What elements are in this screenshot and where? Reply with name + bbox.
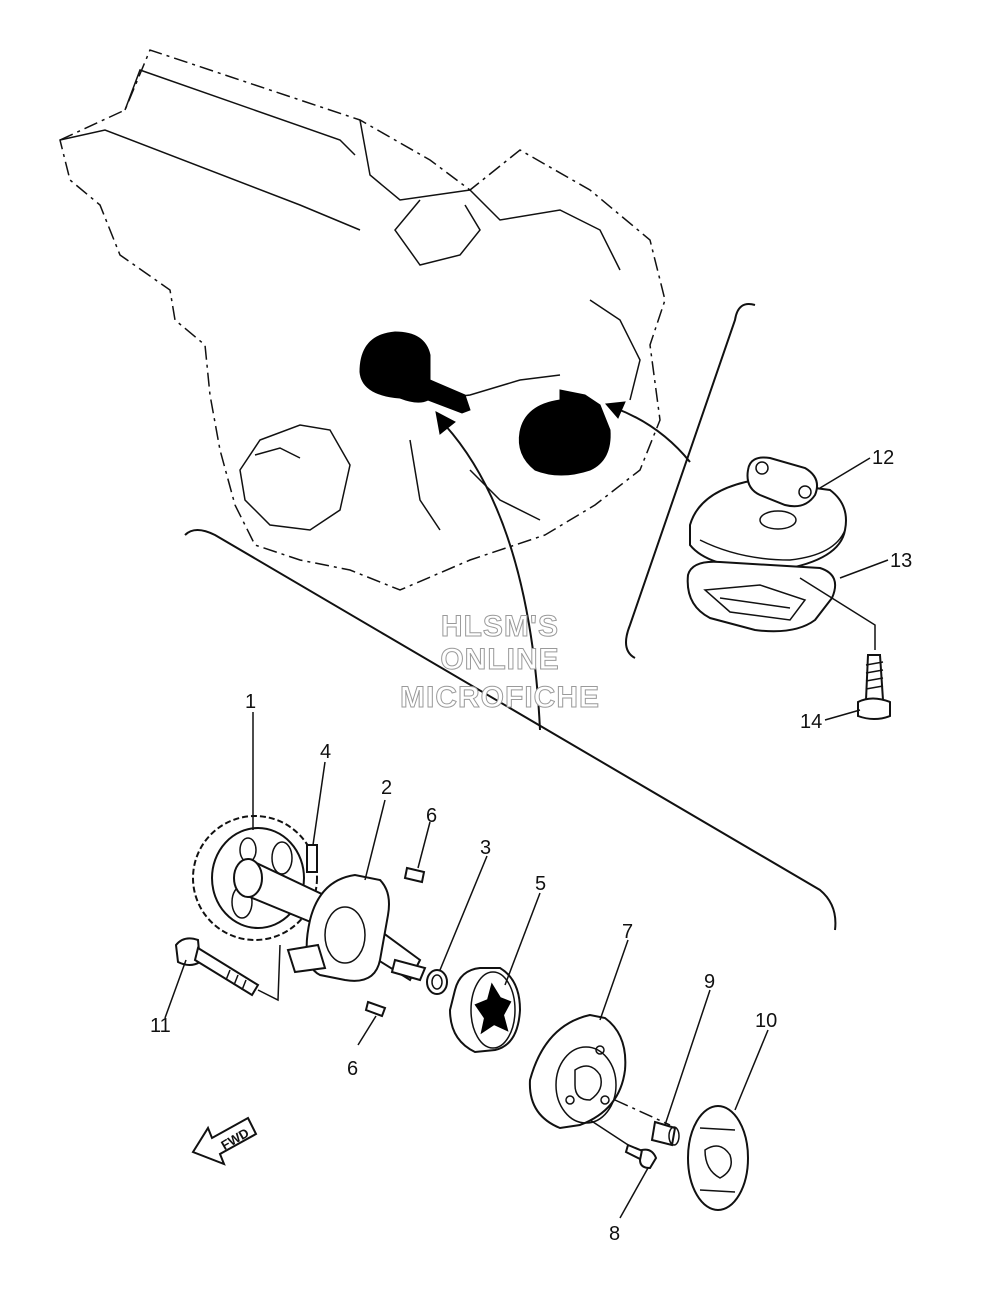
rotor-pin <box>650 1120 680 1147</box>
watermark-line-1: HLSM'S <box>440 610 560 644</box>
callout-5: 5 <box>535 873 546 895</box>
pump-cover <box>528 1013 649 1159</box>
callout-6-lower: 6 <box>347 1058 358 1080</box>
callout-6-upper: 6 <box>426 805 437 827</box>
callout-2: 2 <box>381 777 392 799</box>
callout-13: 13 <box>890 550 912 572</box>
outer-rotor <box>448 967 522 1054</box>
callout-8: 8 <box>609 1223 620 1245</box>
assembly-arrows <box>435 401 691 731</box>
forward-direction-arrow: FWD <box>191 1116 258 1166</box>
callout-9: 9 <box>704 971 715 993</box>
callout-1: 1 <box>245 691 256 713</box>
washer <box>426 969 448 995</box>
small-bolt <box>614 1099 671 1170</box>
callout-10: 10 <box>755 1010 777 1032</box>
callout-11: 11 <box>150 1015 171 1037</box>
watermark-line-2: ONLINE <box>440 643 560 677</box>
cover-plate <box>687 1105 749 1211</box>
callout-7: 7 <box>622 921 633 943</box>
callout-labels: 1 2 3 4 5 6 6 7 8 9 10 11 12 13 14 <box>150 447 912 1245</box>
oil-pump-housing <box>286 873 390 982</box>
callout-14: 14 <box>800 711 822 733</box>
watermark-line-3: MICROFICHE <box>400 681 600 715</box>
callout-3: 3 <box>480 837 491 859</box>
oil-strainer-assembly <box>686 456 891 720</box>
callout-12: 12 <box>872 447 894 469</box>
bracket-lines <box>184 303 837 931</box>
leader-lines <box>164 457 889 1219</box>
engine-crankcase-outline <box>59 49 666 591</box>
engine-mount-cavities <box>359 331 611 476</box>
mounting-bolt-long <box>174 937 281 1002</box>
callout-4: 4 <box>320 741 331 763</box>
